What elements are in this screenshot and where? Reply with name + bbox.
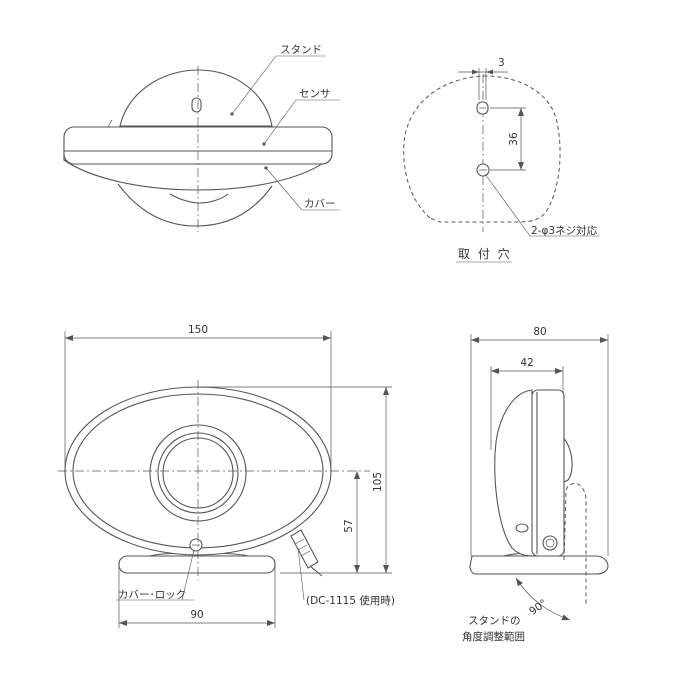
angle-arc [515, 577, 571, 621]
sensor-shadow-arc [169, 193, 229, 204]
screw-label: 2-φ3ネジ対応 [531, 224, 598, 237]
sensor-label: センサ [299, 88, 331, 100]
side-view: 90° 80 42 スタンドの 角度調整範囲 [462, 326, 609, 643]
depth-dim: 80 [533, 326, 546, 338]
hole-pitch-dim: 36 [508, 132, 520, 146]
width-dim: 150 [188, 324, 208, 336]
stand-width-dim: 90 [190, 609, 203, 621]
stand-base-outline [403, 75, 561, 223]
height-dim: 105 [372, 472, 384, 492]
dc-note-label: (DC-1115 使用時) [306, 594, 395, 607]
sensor-leader [263, 99, 297, 145]
front-stand-base [118, 555, 276, 574]
stand-leader [231, 55, 277, 115]
top-view: スタンド センサ カバー [63, 44, 340, 232]
side-lock-window [515, 523, 529, 533]
hole-offset-dim: 3 [498, 57, 505, 69]
offset-arrow-left [472, 69, 479, 75]
cover-label: カバー [304, 198, 336, 210]
offset-arrow-right [486, 69, 493, 75]
center-height-dim: 57 [343, 519, 355, 532]
side-stand-base [469, 555, 609, 575]
stand-angle-dim: 90° [527, 597, 549, 618]
front-view: 150 105 57 90 カバー･ロック (DC-1115 使用時) [58, 324, 395, 628]
hole-slot [191, 97, 202, 113]
stand-label: スタンド [280, 44, 322, 56]
stand-rotated-outline [563, 483, 587, 606]
dc-leader [297, 547, 305, 601]
side-sensor-back [531, 389, 565, 557]
body-depth-dim: 42 [520, 357, 533, 369]
lock-tab [107, 119, 113, 128]
screw-leader [484, 173, 531, 237]
mounting-holes-view: 3 36 2-φ3ネジ対応 取 付 穴 [403, 57, 600, 263]
side-pivot-inner [545, 538, 555, 548]
mount-holes-caption: 取 付 穴 [458, 246, 512, 261]
stand-angle-label-line2: 角度調整範囲 [462, 630, 525, 643]
side-cover-front [494, 389, 537, 557]
cover-lock-leader [181, 549, 195, 601]
stand-angle-label-line1: スタンドの [468, 615, 521, 627]
cover-lock-label: カバー･ロック [118, 589, 186, 601]
stand-lower-arc [117, 183, 273, 227]
side-pivot-screw [542, 535, 558, 551]
cover-leader [265, 167, 303, 211]
dc-connector [290, 529, 323, 577]
